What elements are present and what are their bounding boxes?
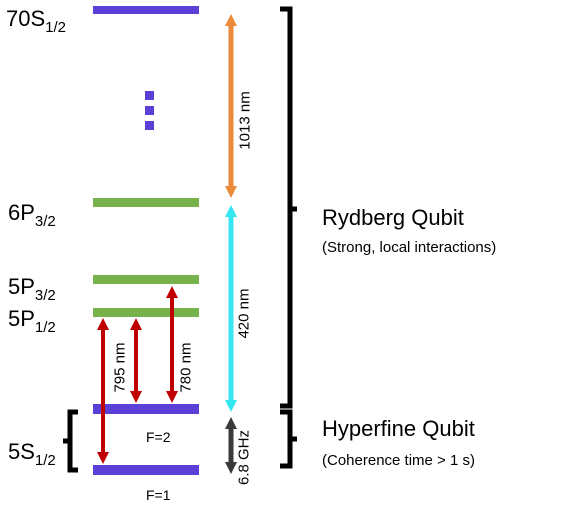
label-6p-level: 6P3/2 [8,200,56,230]
label-5p32-main: 5P [8,274,35,299]
label-5p32-level: 5P3/2 [8,274,56,304]
label-5p12-main: 5P [8,306,35,331]
hyperfine-bracket [280,409,297,469]
label-6-8ghz: 6.8 GHz [235,429,253,486]
label-6p-main: 6P [8,200,35,225]
label-6p-sub: 3/2 [34,213,56,230]
arrow-420nm [225,205,237,412]
label-5p12-level: 5P1/2 [8,306,56,336]
arrow-780nm [166,286,178,403]
label-795nm: 795 nm [111,342,129,393]
label-420nm: 420 nm [235,288,253,339]
arrow-795nm [130,318,142,403]
ellipsis-dot [145,91,154,100]
label-5p32-sub: 3/2 [34,287,56,304]
label-70s-sub: 1/2 [45,19,67,36]
label-f2: F=2 [146,429,171,445]
label-70s-level: 70S1/2 [6,6,67,36]
label-70s-main: 70S [6,6,46,31]
label-5s-sub: 1/2 [34,452,56,469]
label-5p12-sub: 1/2 [34,319,56,336]
label-5s-level: 5S1/2 [8,439,56,469]
level-5p32-bar [93,275,199,284]
5s-left-bracket [63,409,78,473]
level-5s-f1-bar [93,465,199,475]
rydberg-qubit-title: Rydberg Qubit [322,205,464,230]
rydberg-qubit-note: (Strong, local interactions) [322,239,497,256]
arrow-6-8ghz [225,417,237,474]
arrow-1013nm [225,14,237,198]
ellipsis-dot [145,121,154,130]
level-6p-bar [93,198,199,207]
level-5p12-bar [93,308,199,317]
label-f1: F=1 [146,487,171,503]
label-780nm: 780 nm [177,342,195,393]
hyperfine-qubit-note: (Coherence time > 1 s) [322,452,475,469]
label-5s-main: 5S [8,439,35,464]
ellipsis-dot [145,106,154,115]
arrow-795nm-long [97,318,109,464]
label-1013nm: 1013 nm [236,91,254,150]
hyperfine-qubit-title: Hyperfine Qubit [322,416,475,441]
level-5s-f2-bar [93,404,199,414]
level-70s-bar [93,6,199,14]
rydberg-bracket [280,6,297,409]
